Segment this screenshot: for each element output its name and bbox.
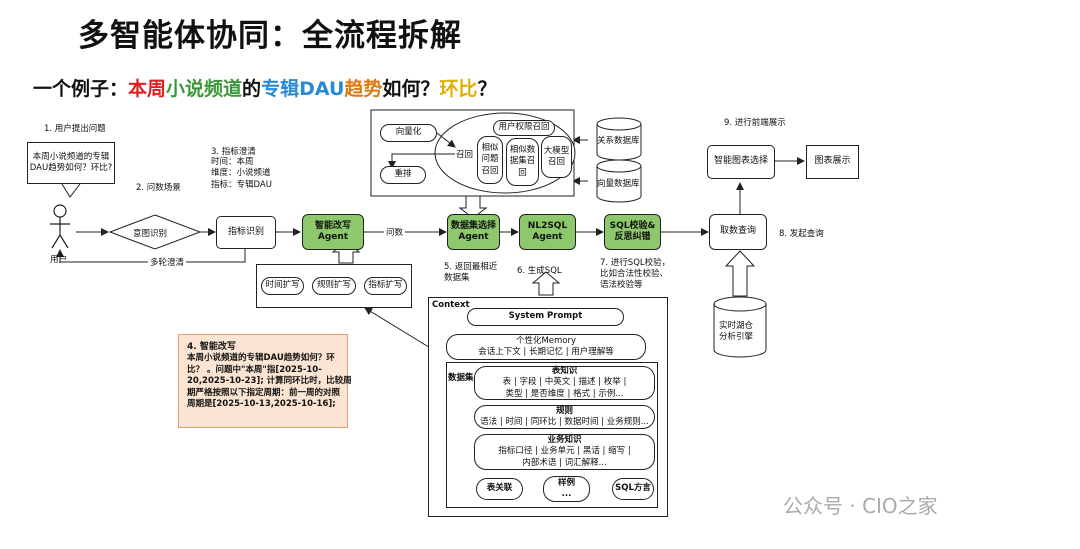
table-knowledge-pill: 表知识 表 | 字段 | 中英文 | 描述 | 枚举 | 类型 | 是否维度 |…	[474, 366, 655, 400]
chart-select-node: 智能图表选择	[707, 145, 775, 179]
chart-display-node: 图表展示	[806, 145, 859, 179]
step9-label: 9. 进行前端展示	[724, 118, 786, 128]
vectorize-node: 向量化	[380, 124, 437, 142]
step3-label: 3. 指标澄清	[211, 147, 256, 157]
step3-details: 时间：本周 维度：小说频道 指标：专辑DAU	[211, 157, 272, 191]
user-label: 用户	[50, 255, 68, 265]
recall-label: 召回	[456, 150, 474, 160]
subtitle-seg8: ？	[477, 78, 497, 100]
subtitle-seg4: 专辑DAU	[261, 78, 345, 100]
rewrite-note: 4. 智能改写 本周小说频道的专辑DAU趋势如何？环 比？ 。问题中"本周"指[…	[178, 334, 352, 428]
biz-knowledge-pill: 业务知识 指标口径 | 业务单元 | 黑话 | 缩写 | 内部术语 | 词汇解释…	[474, 434, 655, 470]
nl2sql-agent-node: NL2SQL Agent	[519, 214, 576, 250]
rewrite-agent-node: 智能改写 Agent	[302, 214, 364, 250]
subtitle-seg6: 如何？	[382, 78, 440, 100]
lake-engine-icon	[713, 296, 767, 358]
join-pill: 表关联	[476, 478, 523, 500]
similar-dataset-recall-node: 相似数 据集召 回	[506, 138, 539, 186]
step8-label: 8. 发起查询	[779, 229, 824, 239]
perm-recall-node: 用户权限召回	[493, 120, 555, 136]
vector-db-icon	[596, 159, 642, 203]
subtitle: 一个例子：本周小说频道的专辑DAU趋势如何？环比？	[33, 74, 496, 101]
rule-items: 语法 | 时间 | 同环比 | 数据时间 | 业务规则...	[480, 417, 649, 427]
memory-title: 个性化Memory	[515, 335, 577, 346]
step3-metric: 指标：专辑DAU	[211, 179, 272, 190]
rule-pill: 规则 语法 | 时间 | 同环比 | 数据时间 | 业务规则...	[474, 405, 655, 429]
indicator-node: 指标识别	[216, 216, 276, 249]
memory-items: 会话上下文 | 长期记忆 | 用户理解等	[478, 347, 614, 357]
subtitle-seg3: 的	[242, 78, 262, 100]
memory-pill: 个性化Memory 会话上下文 | 长期记忆 | 用户理解等	[446, 334, 646, 360]
subtitle-seg7: 环比	[439, 78, 478, 100]
step3-dimension: 维度：小说频道	[211, 168, 271, 179]
page-title: 多智能体协同：全流程拆解	[78, 18, 462, 54]
step3-time: 时间：本周	[211, 157, 254, 167]
user-figure-icon	[50, 204, 70, 249]
expand-box: 时间扩写 规则扩写 指标扩写	[256, 264, 412, 308]
step1-label: 1. 用户提出问题	[44, 124, 106, 134]
lake-engine-label: 实时湖仓 分析引擎	[719, 321, 754, 343]
context-label: Context	[432, 300, 470, 310]
clarify-edge-label: 多轮澄清	[148, 256, 187, 268]
sql-dialect-pill: SQL方言	[612, 478, 654, 500]
rewrite-note-body: 本周小说频道的专辑DAU趋势如何？环 比？ 。问题中"本周"指[2025-10-…	[187, 353, 352, 410]
table-knowledge-title: 表知识	[551, 366, 578, 377]
ask-edge-label: 问数	[384, 226, 406, 238]
step6-label: 6. 生成SQL	[517, 266, 562, 276]
subtitle-prefix: 一个例子：	[33, 78, 129, 100]
subtitle-seg2: 小说频道	[166, 78, 243, 100]
dataset-knowledge-label: 数据集	[448, 373, 474, 383]
dataset-agent-node: 数据集选择 Agent	[447, 214, 500, 250]
step7-label: 7. 进行SQL校验， 比如合法性校验、 语法校验等	[600, 258, 671, 291]
expand-rule-pill: 规则扩写	[312, 277, 356, 295]
rerank-node: 重排	[380, 166, 426, 184]
watermark: 公众号 · CIO之家	[783, 494, 938, 518]
subtitle-seg1: 本周	[128, 78, 167, 100]
dataset-knowledge-box	[446, 362, 658, 508]
intent-node: 意图识别	[133, 229, 168, 239]
vector-db-label: 向量数据库	[597, 179, 640, 189]
expand-time-pill: 时间扩写	[261, 277, 305, 295]
relational-db-icon	[596, 117, 642, 161]
table-knowledge-items: 表 | 字段 | 中英文 | 描述 | 枚举 | 类型 | 是否维度 | 格式 …	[502, 377, 627, 399]
rule-title: 规则	[555, 405, 573, 416]
sql-check-node: SQL校验& 反思纠错	[604, 214, 661, 250]
subtitle-seg5: 趋势	[344, 78, 383, 100]
user-question-bubble: 本周小说频道的专辑 DAU趋势如何？环比?	[27, 142, 115, 184]
similar-question-recall-node: 相似 问题 召回	[477, 136, 503, 184]
relational-db-label: 关系数据库	[597, 136, 640, 146]
expand-metric-pill: 指标扩写	[363, 277, 407, 295]
llm-recall-node: 大模型 召回	[541, 136, 572, 178]
step5-label: 5. 返回最相近 数据集	[444, 262, 498, 284]
step2-label: 2. 问数场景	[136, 183, 181, 193]
intent-diamond	[108, 214, 202, 250]
query-node: 取数查询	[709, 214, 767, 250]
system-prompt-pill: System Prompt	[467, 308, 624, 326]
rewrite-note-title: 4. 智能改写	[187, 342, 236, 352]
biz-knowledge-items: 指标口径 | 业务单元 | 黑话 | 缩写 | 内部术语 | 词汇解释...	[498, 446, 631, 468]
sample-pill: 样例 ...	[543, 476, 590, 502]
biz-knowledge-title: 业务知识	[547, 435, 582, 446]
